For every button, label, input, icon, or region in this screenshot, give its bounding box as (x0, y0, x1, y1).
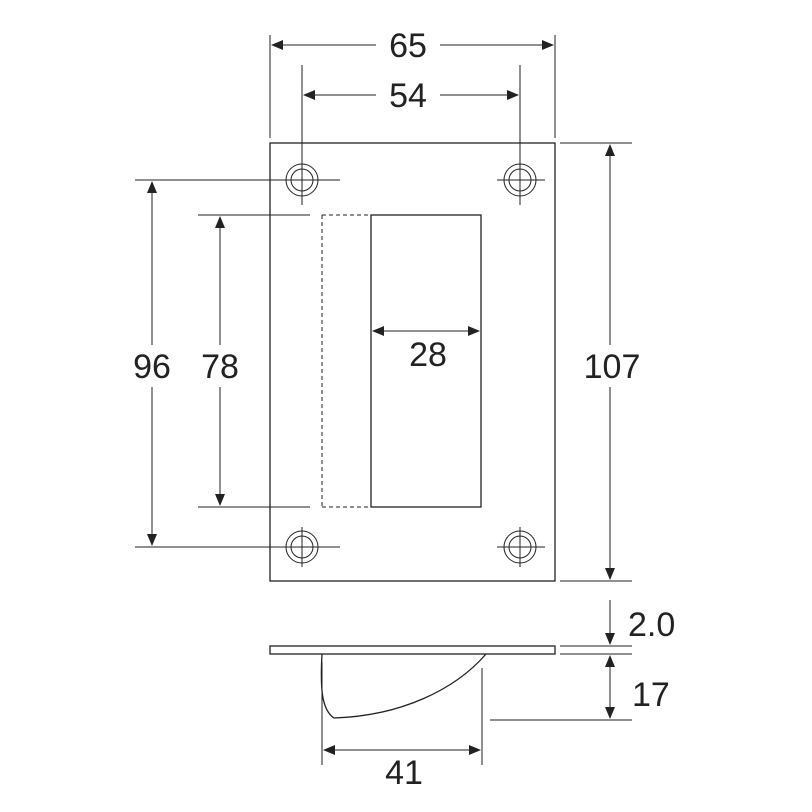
dimension-label-28: 28 (409, 336, 447, 374)
dimension-recess-length: 41 (323, 745, 481, 792)
dimension-label-96: 96 (133, 348, 171, 386)
dimension-label-54: 54 (389, 77, 427, 115)
dimension-hole-spacing-horizontal: 54 (303, 77, 519, 115)
dimension-grip-width: 28 (372, 326, 480, 374)
front-view (135, 35, 632, 582)
dimension-plate-height: 107 (575, 144, 655, 580)
hidden-recess-line (321, 214, 371, 508)
dimension-hole-spacing-vertical: 96 (120, 181, 182, 546)
plate-side-outline (269, 645, 556, 655)
dimension-recess-depth: 17 (605, 655, 670, 719)
dimension-label-65: 65 (389, 27, 427, 65)
dimension-recess-height: 78 (188, 216, 250, 506)
dimension-label-2-0: 2.0 (628, 606, 675, 644)
plate-outline (269, 142, 556, 582)
extension-lines (135, 35, 632, 582)
side-extension-lines (321, 645, 632, 765)
side-view (269, 645, 632, 765)
dimension-label-41: 41 (385, 754, 423, 792)
dimension-label-17: 17 (632, 676, 670, 714)
dimension-label-107: 107 (584, 348, 641, 386)
dimension-width-outer: 65 (271, 27, 554, 65)
hole-center-lines (280, 65, 545, 567)
recess-cup-profile (320, 653, 487, 719)
recess-opening (370, 214, 482, 508)
dimension-plate-thickness: 2.0 (605, 600, 675, 645)
dimension-label-78: 78 (201, 348, 239, 386)
